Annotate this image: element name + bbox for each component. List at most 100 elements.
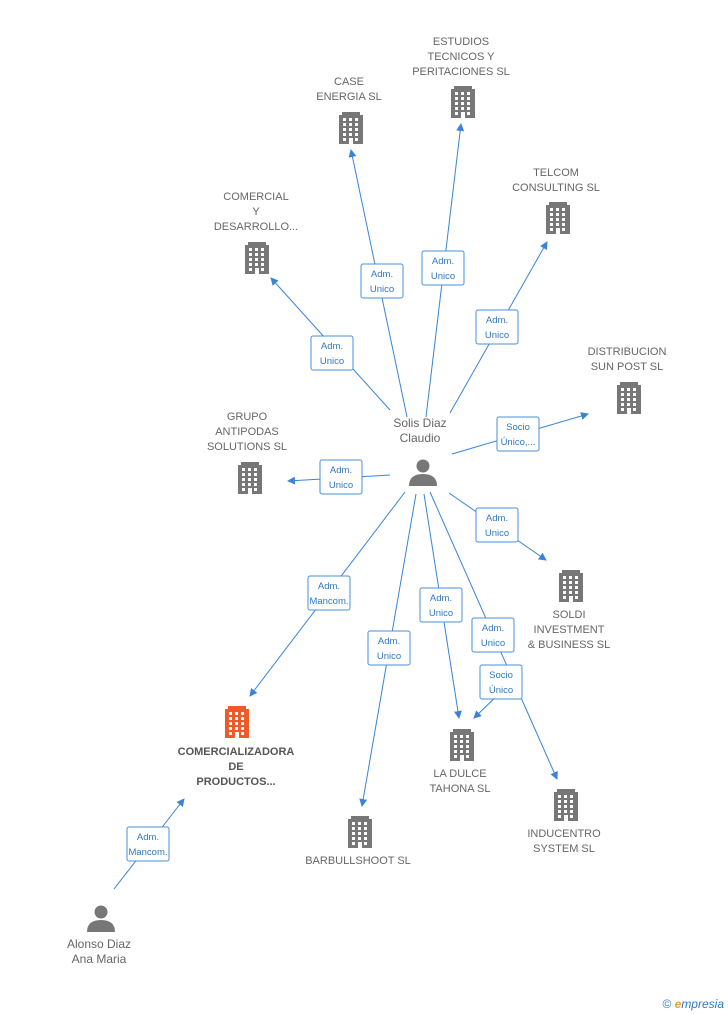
node-label-line: DESARROLLO...: [214, 221, 298, 233]
edge-label[interactable]: Adm. Unico: [471, 617, 515, 653]
building-icon: [450, 729, 474, 761]
edge-label[interactable]: Adm.Unico: [475, 309, 519, 345]
building-icon: [451, 86, 475, 118]
edge-label[interactable]: Adm. Unico: [319, 459, 363, 495]
edge-label-text: Socio: [506, 422, 530, 433]
node-label-line: INVESTMENT: [534, 624, 605, 636]
edge-label-box: [360, 263, 404, 299]
node-label-line: TELCOM: [533, 167, 579, 179]
edge-label-box: [319, 459, 363, 495]
brand-logo-initial: e: [674, 997, 682, 1011]
node-label-line: PRODUCTOS...: [196, 776, 275, 788]
building-icon: [225, 706, 249, 738]
node-label-line: CONSULTING SL: [512, 182, 600, 194]
edge-label-box: [126, 826, 170, 862]
edge-label-text: Adm.: [321, 341, 343, 352]
node-label-line: TAHONA SL: [430, 783, 491, 795]
node-ladulce[interactable]: LA DULCE TAHONA SL: [430, 729, 491, 795]
edge-label-box: [496, 416, 540, 452]
edge-label-box: [475, 309, 519, 345]
edge-label-box: [310, 335, 354, 371]
node-label-line: & BUSINESS SL: [528, 639, 611, 651]
edge-label-text: Adm.: [486, 513, 508, 524]
edge-label-text: Unico: [485, 528, 509, 539]
edge-label-box: [471, 617, 515, 653]
node-label-line: INDUCENTRO: [527, 828, 601, 840]
node-label-line: LA DULCE: [433, 768, 486, 780]
edge-label-box: [367, 630, 411, 666]
edge-label-text: Mancom.: [128, 847, 167, 858]
person-icon: [409, 459, 437, 486]
building-icon: [339, 112, 363, 144]
edge-label-text: Adm.: [482, 623, 504, 634]
node-label-line: BARBULLSHOOT SL: [305, 855, 411, 867]
node-comercializadora[interactable]: COMERCIALIZADORA DE PRODUCTOS...: [178, 706, 295, 788]
edge-label-text: Adm.: [330, 465, 352, 476]
edge-label-text: Adm.: [318, 581, 340, 592]
edge-label[interactable]: Adm.Unico: [360, 263, 404, 299]
node-label-line: COMERCIAL: [223, 191, 288, 203]
node-inducentro[interactable]: INDUCENTRO SYSTEM SL: [527, 789, 601, 855]
edge-label-text: Unico: [481, 638, 505, 649]
building-icon: [559, 570, 583, 602]
edge-label-text: Unico: [377, 651, 401, 662]
node-barbull[interactable]: BARBULLSHOOT SL: [305, 816, 411, 867]
node-label-line: Solis Diaz: [393, 416, 446, 430]
node-label-line: SOLUTIONS SL: [207, 441, 287, 453]
edge-label-box: [475, 507, 519, 543]
edge-label[interactable]: Adm. Unico: [421, 250, 465, 286]
node-label-line: SYSTEM SL: [533, 843, 595, 855]
copyright-symbol: ©: [662, 997, 672, 1011]
node-label-line: DE: [228, 761, 243, 773]
edge-label-text: Único,...: [501, 437, 536, 448]
edge-label-text: Unico: [329, 480, 353, 491]
edge-label-text: Adm.: [371, 269, 393, 280]
node-label-line: SOLDI: [552, 609, 585, 621]
edge-label-text: Unico: [431, 271, 455, 282]
edge-label-box: [421, 250, 465, 286]
edge-label[interactable]: SocioÚnico,...: [496, 416, 540, 452]
node-soldi[interactable]: SOLDI INVESTMENT & BUSINESS SL: [528, 570, 611, 651]
node-label-line: ESTUDIOS: [433, 36, 489, 48]
node-label-line: PERITACIONES SL: [412, 66, 510, 78]
node-label-line: Y: [252, 206, 260, 218]
node-label-line: ANTIPODAS: [215, 426, 279, 438]
node-label-line: Claudio: [400, 431, 441, 445]
edge-label[interactable]: Adm. Unico: [367, 630, 411, 666]
edge-label[interactable]: Adm.Unico: [419, 587, 463, 623]
edge-label-text: Adm.: [430, 593, 452, 604]
building-icon: [348, 816, 372, 848]
node-comercial[interactable]: COMERCIAL Y DESARROLLO...: [214, 191, 298, 274]
edge-label-box: [479, 664, 523, 700]
building-icon: [617, 382, 641, 414]
node-label-line: ENERGIA SL: [316, 91, 381, 103]
edge-label[interactable]: Adm. Unico: [310, 335, 354, 371]
node-label-line: COMERCIALIZADORA: [178, 746, 295, 758]
edge-label[interactable]: Adm.Mancom.: [126, 826, 170, 862]
edge-label[interactable]: Adm. Unico: [475, 507, 519, 543]
edge-label-text: Socio: [489, 670, 513, 681]
building-icon: [554, 789, 578, 821]
brand-logo-text: mpresia: [681, 997, 724, 1011]
node-label-line: SUN POST SL: [591, 361, 664, 373]
edge-label-text: Unico: [320, 356, 344, 367]
edge-label-text: Adm.: [486, 315, 508, 326]
edge-label-text: Adm.: [378, 636, 400, 647]
edge-label-text: Adm.: [432, 256, 454, 267]
edge-label[interactable]: Adm. Mancom.: [307, 575, 351, 611]
person-icon: [87, 905, 115, 932]
node-telcom[interactable]: TELCOM CONSULTING SL: [512, 167, 600, 234]
node-estudios[interactable]: ESTUDIOS TECNICOS Y PERITACIONES SL: [412, 36, 510, 118]
node-label-line: Alonso Diaz: [67, 937, 131, 951]
node-label-line: TECNICOS Y: [427, 51, 495, 63]
footer-brand: © empresia: [662, 997, 724, 1011]
building-icon: [546, 202, 570, 234]
edge-label-text: Mancom.: [309, 596, 348, 607]
